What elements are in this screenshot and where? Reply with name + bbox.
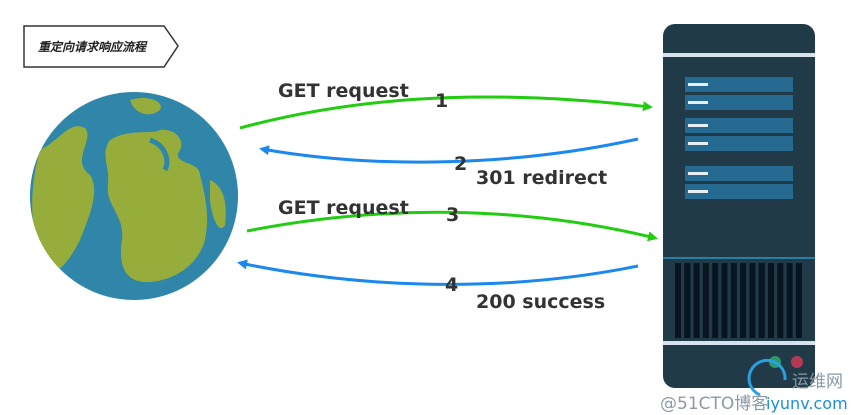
title-banner: 重定向请求响应流程 — [23, 25, 179, 68]
vent-slat — [721, 263, 728, 338]
step-3-number: 3 — [446, 204, 459, 226]
arrow-step-1 — [239, 95, 653, 130]
watermark-line2: @51CTO博客 — [660, 394, 768, 414]
step-3-label: GET request — [278, 197, 409, 219]
watermark: 运维网 @51CTO博客 iyunv.com — [660, 358, 848, 414]
watermark-overlay: iyunv.com — [766, 394, 848, 413]
arrow-step-2 — [259, 137, 639, 164]
title-text: 重定向请求响应流程 — [38, 40, 148, 54]
globe-icon — [30, 92, 238, 300]
vent-slat — [786, 263, 793, 338]
vent-slat — [712, 263, 719, 338]
vent-slat — [693, 263, 700, 338]
vent-slat — [749, 263, 756, 338]
watermark-line1: 运维网 — [792, 372, 843, 392]
step-4-number: 4 — [445, 274, 458, 296]
vent-slat — [758, 263, 765, 338]
arrow-step-4 — [237, 259, 639, 286]
server-icon — [663, 24, 815, 388]
vent-slat — [730, 263, 737, 338]
vent-slat — [768, 263, 774, 338]
step-2-number: 2 — [454, 153, 467, 175]
vent-slat — [702, 263, 709, 338]
step-1-number: 1 — [435, 90, 448, 112]
vent-slat — [684, 263, 691, 338]
step-4-label: 200 success — [476, 291, 605, 313]
step-2-label: 301 redirect — [476, 167, 607, 189]
vent-slat — [795, 263, 802, 338]
step-1-label: GET request — [278, 80, 409, 102]
vent-slat — [777, 263, 784, 338]
arrow-step-3 — [246, 210, 658, 242]
vent-slat — [740, 263, 747, 338]
vent-slat — [675, 263, 681, 338]
